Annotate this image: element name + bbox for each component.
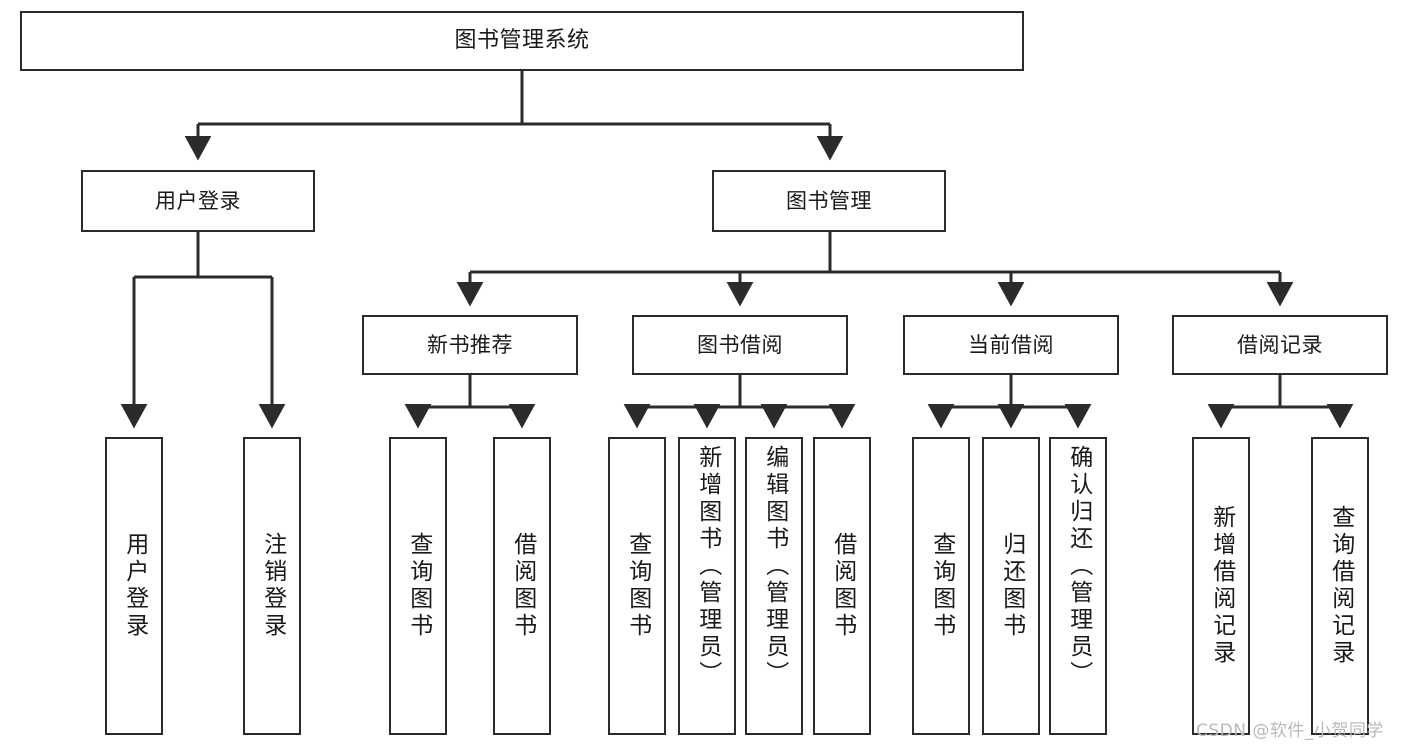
node-leaf-query-book-3[interactable]: 查询图书 xyxy=(912,437,970,735)
node-leaf-query-book-1[interactable]: 查询图书 xyxy=(389,437,447,735)
node-book-borrow[interactable]: 图书借阅 xyxy=(632,315,848,375)
node-label: 确认归还（管理员） xyxy=(1065,445,1092,688)
node-leaf-query-record[interactable]: 查询借阅记录 xyxy=(1311,437,1369,735)
node-label: 新增图书（管理员） xyxy=(694,445,721,688)
node-leaf-edit-book[interactable]: 编辑图书（管理员） xyxy=(745,437,803,735)
node-new-book-recommend[interactable]: 新书推荐 xyxy=(362,315,578,375)
node-label: 编辑图书（管理员） xyxy=(761,445,788,688)
node-leaf-return-book[interactable]: 归还图书 xyxy=(982,437,1040,735)
node-label: 查询图书 xyxy=(928,532,955,640)
node-leaf-add-record[interactable]: 新增借阅记录 xyxy=(1192,437,1250,735)
node-leaf-add-book[interactable]: 新增图书（管理员） xyxy=(678,437,736,735)
node-label: 当前借阅 xyxy=(968,332,1054,357)
node-label: 查询图书 xyxy=(624,532,651,640)
node-label: 图书借阅 xyxy=(697,332,783,357)
node-label: 借阅图书 xyxy=(509,532,536,640)
node-label: 图书管理 xyxy=(786,188,872,213)
node-leaf-query-book-2[interactable]: 查询图书 xyxy=(608,437,666,735)
node-label: 查询图书 xyxy=(405,532,432,640)
node-leaf-confirm-return[interactable]: 确认归还（管理员） xyxy=(1049,437,1107,735)
node-leaf-borrow-book-1[interactable]: 借阅图书 xyxy=(493,437,551,735)
node-label: 用户登录 xyxy=(121,532,148,640)
node-leaf-borrow-book-2[interactable]: 借阅图书 xyxy=(813,437,871,735)
node-label: 新书推荐 xyxy=(427,332,513,357)
node-label: 图书管理系统 xyxy=(454,28,590,54)
node-borrow-record[interactable]: 借阅记录 xyxy=(1172,315,1388,375)
node-label: 用户登录 xyxy=(155,188,241,213)
node-label: 借阅图书 xyxy=(829,532,856,640)
node-user-login[interactable]: 用户登录 xyxy=(81,170,315,232)
node-current-borrow[interactable]: 当前借阅 xyxy=(903,315,1119,375)
node-label: 注销登录 xyxy=(259,532,286,640)
node-label: 新增借阅记录 xyxy=(1208,505,1235,667)
node-leaf-user-logout[interactable]: 注销登录 xyxy=(243,437,301,735)
node-label: 归还图书 xyxy=(998,532,1025,640)
node-leaf-user-login[interactable]: 用户登录 xyxy=(105,437,163,735)
node-label: 查询借阅记录 xyxy=(1327,505,1354,667)
node-book-management[interactable]: 图书管理 xyxy=(712,170,946,232)
csdn-watermark: CSDN @软件_小贺同学 xyxy=(1196,721,1384,741)
node-root-system[interactable]: 图书管理系统 xyxy=(20,11,1024,71)
node-label: 借阅记录 xyxy=(1237,332,1323,357)
